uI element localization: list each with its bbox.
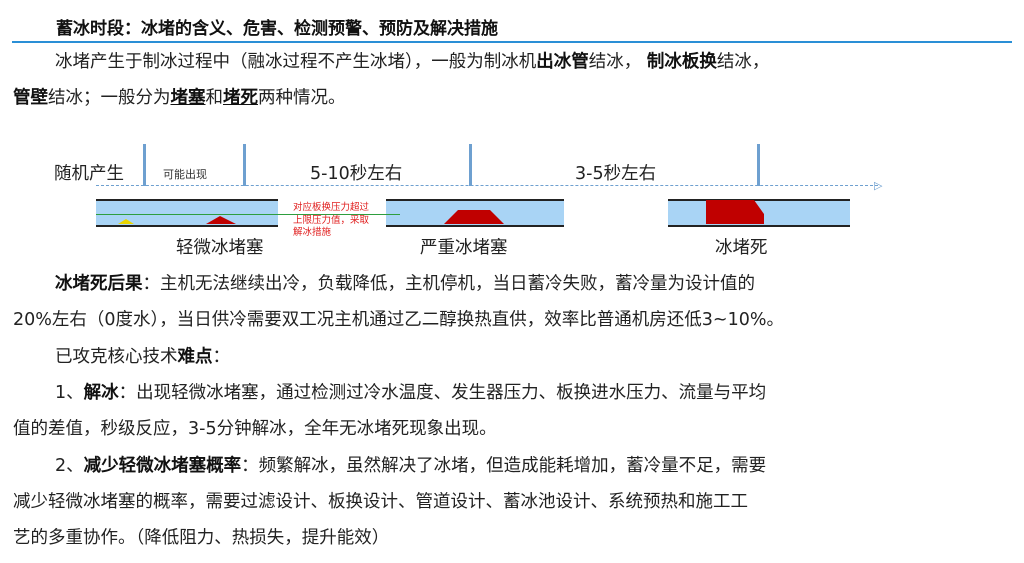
intro-term-blockage: 堵塞 bbox=[170, 88, 206, 108]
page-title: 蓄冰时段：冰堵的含义、危害、检测预警、预防及解决措施 bbox=[56, 19, 498, 39]
intro-line-2: 管壁结冰；一般分为堵塞和堵死两种情况。 bbox=[13, 80, 1013, 116]
item-2-line-3: 艺的多重协作。（降低阻力、热损失，提升能效） bbox=[13, 520, 1013, 556]
core-tech-post: ： bbox=[212, 347, 231, 367]
intro-text-end: 两种情况。 bbox=[258, 88, 346, 108]
core-tech-line: 已攻克核心技术难点： bbox=[13, 339, 1013, 375]
pipe-slight-blockage bbox=[96, 199, 278, 227]
label-full-blockage: 冰堵死 bbox=[715, 238, 768, 258]
item-2-text-2: 减少轻微冰堵塞的概率，需要过滤设计、板换设计、管道设计、蓄冰池设计、系统预热和施… bbox=[13, 492, 748, 512]
consequence-text-1: ：主机无法继续出冷，负载降低，主机停机，当日蓄冷失败，蓄冷量为设计值的 bbox=[142, 274, 756, 294]
intro-bold-outlet-pipe: 出冰管 bbox=[536, 52, 589, 72]
item-1-label: 解冰 bbox=[83, 383, 119, 403]
timeline-arrowhead: ▷ bbox=[874, 179, 883, 192]
item-2-label: 减少轻微冰堵塞概率 bbox=[83, 456, 242, 476]
stage-divider-1 bbox=[143, 144, 146, 186]
ice-shape-small bbox=[206, 216, 236, 224]
pressure-warning-note: 对应板换压力超过上限压力值，采取解冰措施 bbox=[293, 202, 370, 238]
item-2-number: 2、 bbox=[55, 456, 84, 476]
item-2-line-2: 减少轻微冰堵塞的概率，需要过滤设计、板换设计、管道设计、蓄冰池设计、系统预热和施… bbox=[13, 484, 1013, 520]
title-divider bbox=[12, 41, 1012, 43]
intro-text-2a: 结冰；一般分为 bbox=[48, 88, 171, 108]
stage-duration-1: 5-10秒左右 bbox=[310, 164, 403, 184]
stage-random: 随机产生 bbox=[54, 164, 124, 184]
label-severe-blockage: 严重冰堵塞 bbox=[420, 238, 508, 258]
stage-divider-4 bbox=[757, 144, 760, 186]
ice-deposit-slight bbox=[118, 216, 236, 224]
ice-shape-large bbox=[444, 210, 504, 224]
intro-term-full-block: 堵死 bbox=[223, 88, 258, 108]
consequence-line-2: 20%左右（0度水），当日供冷需要双工况主机通过乙二醇换热直供，效率比普通机房还… bbox=[13, 302, 1013, 338]
item-1-number: 1、 bbox=[55, 383, 84, 403]
intro-bold-pipe-wall: 管壁 bbox=[13, 88, 48, 108]
consequence-line-1: 冰堵死后果：主机无法继续出冷，负载降低，主机停机，当日蓄冷失败，蓄冷量为设计值的 bbox=[13, 266, 1013, 302]
item-1-line-1: 1、解冰：出现轻微冰堵塞，通过检测过冷水温度、发生器压力、板换进水压力、流量与平… bbox=[13, 375, 1013, 411]
timeline-arrow bbox=[96, 185, 878, 186]
item-2-line-1: 2、减少轻微冰堵塞概率：频繁解冰，虽然解决了冰堵，但造成能耗增加，蓄冷量不足，需… bbox=[13, 448, 1013, 484]
item-1-line-2: 值的差值，秒级反应，3-5分钟解冰，全年无冰堵死现象出现。 bbox=[13, 411, 1013, 447]
item-2-text-1: ：频繁解冰，虽然解决了冰堵，但造成能耗增加，蓄冷量不足，需要 bbox=[241, 456, 767, 476]
ice-deposit-full bbox=[706, 200, 764, 224]
intro-line-1: 冰堵产生于制冰过程中（融冰过程不产生冰堵），一般为制冰机出冰管结冰， 制冰板换结… bbox=[13, 44, 1013, 80]
item-2-text-3: 艺的多重协作。（降低阻力、热损失，提升能效） bbox=[13, 528, 390, 548]
intro-text-d: 结冰， bbox=[716, 52, 770, 72]
consequence-label: 冰堵死后果 bbox=[55, 274, 143, 294]
intro-text-a: 冰堵产生于制冰过程中（融冰过程不产生冰堵），一般为制冰机 bbox=[55, 52, 537, 72]
ice-deposit-severe bbox=[444, 210, 504, 224]
core-tech-bold: 难点 bbox=[177, 347, 213, 367]
intro-text-c: 结冰， bbox=[588, 52, 642, 72]
core-tech-pre: 已攻克核心技术 bbox=[55, 347, 178, 367]
label-slight-blockage: 轻微冰堵塞 bbox=[176, 238, 264, 258]
pressure-threshold-line bbox=[96, 214, 400, 215]
ice-shape-full bbox=[706, 200, 764, 224]
consequence-text-2: 20%左右（0度水），当日供冷需要双工况主机通过乙二醇换热直供，效率比普通机房还… bbox=[13, 310, 784, 330]
intro-text-and: 和 bbox=[205, 88, 224, 108]
intro-bold-plate-exchanger: 制冰板换 bbox=[646, 52, 717, 72]
ice-shape-small-left bbox=[118, 219, 134, 224]
stage-divider-2 bbox=[243, 144, 246, 186]
item-1-text-2: 值的差值，秒级反应，3-5分钟解冰，全年无冰堵死现象出现。 bbox=[13, 419, 497, 439]
stage-duration-2: 3-5秒左右 bbox=[575, 164, 657, 184]
stage-possible: 可能出现 bbox=[163, 168, 207, 181]
stage-divider-3 bbox=[469, 144, 472, 186]
item-1-text-1: ：出现轻微冰堵塞，通过检测过冷水温度、发生器压力、板换进水压力、流量与平均 bbox=[118, 383, 767, 403]
